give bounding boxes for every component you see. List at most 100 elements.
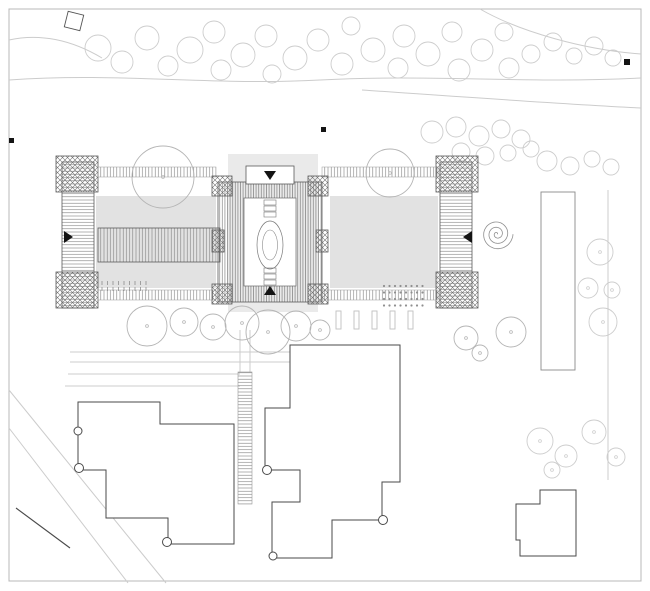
tree-trunk-icon: [564, 454, 568, 458]
corner-tower: [73, 426, 83, 436]
tree-trunk-icon: [598, 250, 602, 254]
plaza-dot: [399, 297, 402, 301]
corner-tower: [262, 465, 272, 475]
trees-right-column: [577, 238, 621, 337]
plaza-dot: [388, 297, 391, 301]
right-colonnade-north: [321, 166, 439, 178]
central-pavilion-sw: [211, 283, 233, 305]
plaza-dot: [421, 297, 424, 301]
plaza-dot: [382, 291, 386, 294]
plaza-dot: [382, 297, 386, 301]
right-wing-pavilion-south: [435, 271, 479, 309]
trees-top-band: [84, 16, 622, 84]
stepped-walkway: [237, 371, 253, 505]
tree-icon: [554, 444, 578, 468]
road-diagonal-2: [8, 427, 129, 584]
tree-icon: [245, 309, 291, 355]
plaza-dot: [393, 284, 397, 288]
spiral-garden-icon: [483, 221, 514, 250]
tree-trunk-icon: [509, 330, 513, 334]
tree-icon: [565, 47, 583, 65]
left-wing-pavilion-north: [55, 155, 99, 193]
courtyard-right: [330, 196, 438, 288]
plaza-dot: [388, 304, 391, 307]
plaza-dot: [393, 297, 397, 301]
plaza-dot: [415, 297, 419, 301]
tree-trunk-icon: [586, 286, 590, 290]
tree-trunk-icon: [211, 325, 215, 329]
tree-icon: [176, 36, 204, 64]
tree-icon: [157, 55, 179, 77]
corner-tower: [74, 463, 84, 473]
plaza-dot: [393, 291, 397, 294]
entrance-arrow-icon: [264, 171, 276, 180]
tree-trunk-icon: [145, 324, 149, 328]
road-top: [8, 76, 642, 83]
tree-trunk-icon: [550, 468, 554, 472]
corner-tower: [378, 515, 388, 525]
right-wing-pavilion-north: [435, 155, 479, 193]
plaza-dot: [404, 297, 408, 301]
tree-icon: [511, 129, 531, 149]
entrance-arrow-icon: [64, 231, 73, 243]
trees-bottom-row: [126, 305, 331, 355]
tree-trunk-icon: [478, 351, 482, 355]
tree-icon: [392, 24, 416, 48]
trees-lower-right: [526, 419, 626, 479]
plaza-dot: [410, 284, 413, 288]
tree-icon: [543, 32, 563, 52]
entrance-arrow-icon: [264, 286, 276, 295]
tree-icon: [420, 120, 444, 144]
roads-paths: [8, 8, 642, 584]
left-gallery-roof: [97, 227, 221, 263]
bench-tick: [389, 310, 396, 330]
road-dark-diagonal: [15, 507, 71, 549]
bench-ticks: [335, 310, 414, 330]
tree-icon: [447, 58, 471, 82]
tree-icon: [577, 277, 599, 299]
central-courtyard: [243, 197, 297, 287]
plaza-dot: [399, 304, 402, 307]
courtyard-dashes: [101, 281, 147, 291]
tree-icon: [526, 427, 554, 455]
bench-tick: [353, 310, 360, 330]
tree-icon: [445, 116, 467, 138]
plaza-dot: [415, 291, 419, 294]
left-wing-pavilion-south: [55, 271, 99, 309]
tree-icon: [522, 140, 540, 158]
plaza-dot: [421, 284, 424, 288]
tree-icon: [603, 281, 621, 299]
tree-icon: [415, 41, 441, 67]
tree-icon: [306, 28, 330, 52]
bench-tick: [407, 310, 414, 330]
plaza-dot: [415, 304, 419, 307]
plaza-dot: [404, 304, 408, 307]
tree-trunk-icon: [294, 324, 298, 328]
courtyard-parterre-outer: [256, 220, 284, 270]
bench-tick: [335, 310, 342, 330]
left-colonnade-north: [97, 166, 217, 178]
right-colonnade-south: [321, 289, 439, 301]
tree-trunk-icon: [266, 330, 270, 334]
tilted-landmark: [63, 10, 85, 32]
central-bay-west: [211, 229, 225, 253]
tree-trunk-icon: [240, 321, 244, 325]
central-pavilion-nw: [211, 175, 233, 197]
plaza-dot: [415, 284, 419, 288]
building-southeast: [515, 489, 577, 557]
plaza-dot: [399, 291, 402, 294]
tree-icon: [604, 49, 622, 67]
tree-icon: [199, 313, 227, 341]
plaza-dot: [399, 284, 402, 288]
tree-icon: [126, 305, 168, 347]
tree-trunk-icon: [182, 320, 186, 324]
central-bay-east: [315, 229, 329, 253]
tree-icon: [602, 158, 620, 176]
trees-upper-right: [420, 116, 620, 176]
left-colonnade-south: [97, 289, 217, 301]
tree-icon: [471, 344, 489, 362]
long-pavilion: [540, 191, 576, 371]
tree-icon: [441, 21, 463, 43]
